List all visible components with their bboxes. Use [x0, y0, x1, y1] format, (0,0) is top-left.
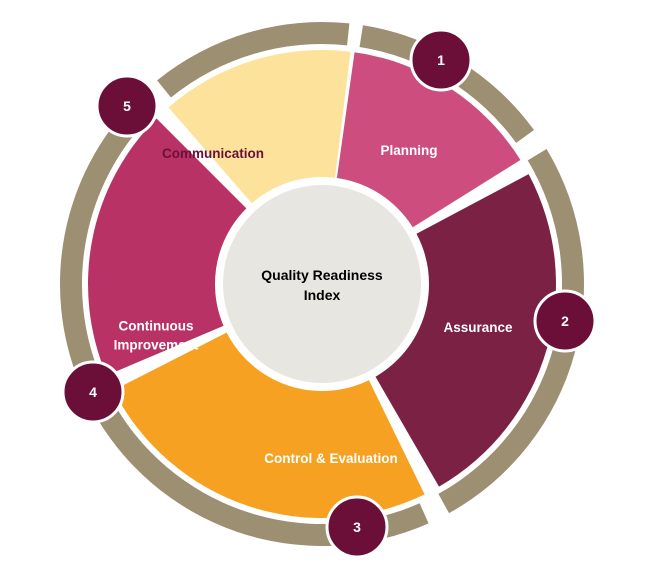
- step-badge-circle: [325, 495, 389, 559]
- step-number: 2: [561, 313, 569, 329]
- label-assurance: Assurance: [443, 320, 513, 335]
- step-badge-circle: [61, 360, 125, 424]
- step-number: 1: [437, 52, 445, 68]
- label-communication: Communication: [162, 146, 264, 161]
- center-circle: [215, 177, 429, 391]
- outer-ring: [59, 22, 584, 546]
- step-number: 3: [353, 519, 361, 535]
- step-badge-3: 3: [325, 495, 389, 559]
- ring-arc-3: [90, 396, 429, 546]
- center-title-line-2: Index: [304, 287, 341, 303]
- step-badge-circle: [95, 74, 159, 138]
- step-number: 4: [89, 384, 97, 400]
- step-badge-5: 5: [95, 74, 159, 138]
- center-hub: Quality Readiness Index: [215, 177, 429, 391]
- step-badge-circle: [533, 289, 597, 353]
- center-title-line-1: Quality Readiness: [261, 267, 383, 283]
- ring-arc-2: [438, 149, 584, 514]
- ring-arc-5: [157, 22, 350, 98]
- step-badge-1: 1: [409, 28, 473, 92]
- label-control-evaluation: Control & Evaluation: [264, 451, 398, 466]
- step-badge-circle: [409, 28, 473, 92]
- label-continuous-improvement-line-2: Improvement: [114, 338, 199, 353]
- ring-arc-1: [359, 25, 534, 143]
- step-badge-2: 2: [533, 289, 597, 353]
- label-continuous-improvement-line-1: Continuous: [119, 319, 194, 334]
- step-badges: 1 2 3 4 5: [61, 28, 597, 559]
- step-badge-4: 4: [61, 360, 125, 424]
- label-planning: Planning: [381, 143, 438, 158]
- ring-arc-4: [59, 101, 150, 383]
- step-number: 5: [123, 98, 131, 114]
